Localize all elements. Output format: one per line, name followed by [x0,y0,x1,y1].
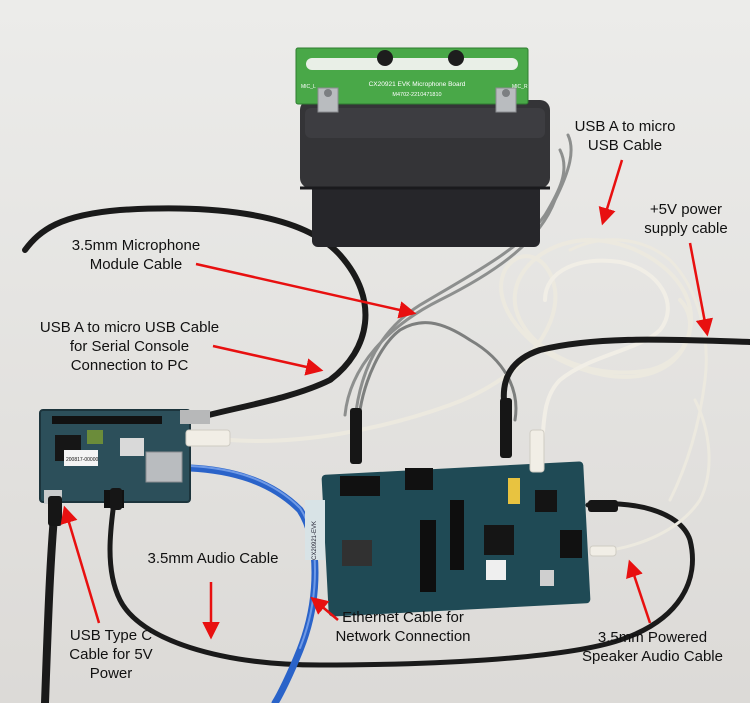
speaker-white-cable [593,398,711,554]
microphone-board: CX20921 EVK Microphone Board M4702-22104… [295,47,529,113]
board-silk-sub: M4702-2210471810 [392,92,441,98]
callout-serial-console: USB A to micro USB Cable for Serial Cons… [39,319,220,374]
arrow-mic-module [195,262,417,319]
cables [22,133,750,703]
usb-micro-cable-2 [538,258,670,467]
single-board-computer: 200817-00000 [39,409,231,508]
arrow-ethernet [310,596,339,621]
callout-arrows [60,159,713,640]
sbc-sticker-text: 200817-00000 [66,457,98,463]
arrow-power-5v [688,242,713,337]
power-supply-cable [500,336,750,413]
arrow-speaker-cable [626,559,652,624]
evk-board: CX20921-EVK [305,461,591,617]
callout-audio-cable: 3.5mm Audio Cable [147,550,279,567]
callout-ethernet: Ethernet Cable for Network Connection [335,609,471,645]
mic-left-label: MIC_L [301,84,316,90]
mic-module-cable-3 [358,321,518,422]
cable-plugs [48,398,618,557]
callout-mic-module: 3.5mm Microphone Module Cable [71,237,201,273]
foam-stand [300,100,550,247]
mic-module-cable-2 [343,133,573,417]
speaker-audio-cable [107,492,695,668]
evk-sticker-text: CX20921-EVK [312,521,318,560]
callout-usb-type-c: USB Type C Cable for 5V Power [69,627,153,682]
arrow-usb-type-c [60,505,101,624]
usb-micro-cable [228,237,694,443]
callout-usb-micro: USB A to micro USB Cable [574,118,676,154]
arrow-usb-micro [598,159,624,226]
arrow-serial-console [212,344,324,376]
serial-console-cable [22,205,369,423]
callout-speaker-cable: 3.5mm Powered Speaker Audio Cable [582,629,723,665]
mic-right-label: MIC_R [512,84,528,90]
board-silk-text: CX20921 EVK Microphone Board [369,81,466,88]
callout-power-5v: +5V power supply cable [644,201,728,237]
